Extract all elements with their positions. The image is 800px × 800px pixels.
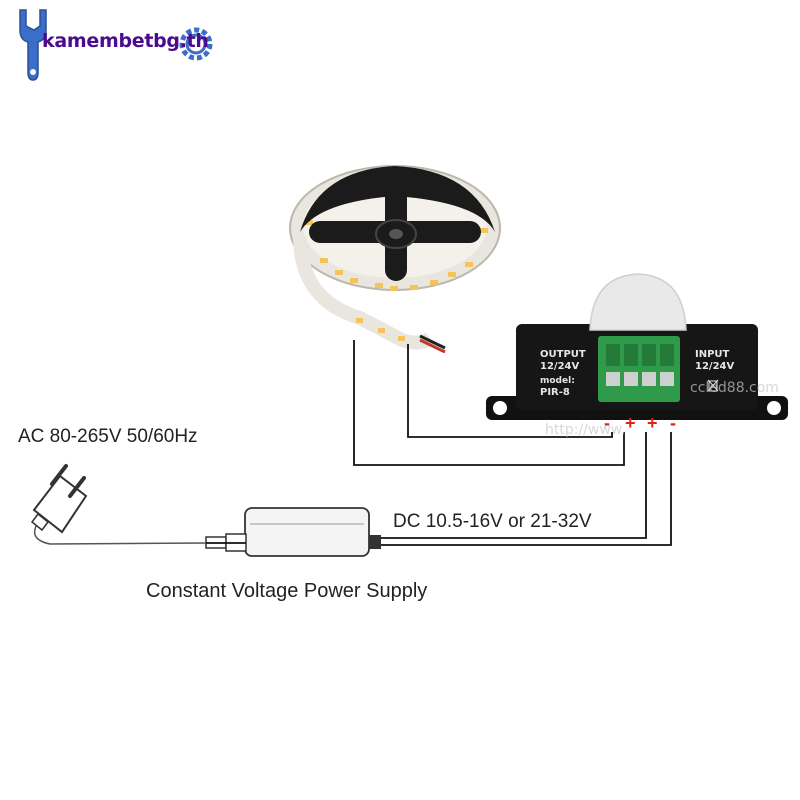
ac-plug-icon [30, 464, 207, 545]
module-input-label: INPUT [695, 349, 730, 360]
terminal-in-plus: + [647, 413, 658, 433]
module-model-name: PIR-8 [540, 387, 570, 398]
terminal-in-minus: - [670, 413, 676, 433]
dc-output-label: DC 10.5-16V or 21-32V [393, 511, 592, 532]
terminal-out-plus: + [625, 413, 636, 433]
watermark-url-left: http://www. [545, 422, 626, 438]
module-input-voltage: 12/24V [695, 361, 735, 372]
led-strip-reel [289, 165, 501, 354]
wiring [206, 340, 672, 546]
gear-icon [179, 27, 213, 61]
power-supply-unit [205, 507, 381, 557]
pir-module [486, 273, 788, 420]
wrench-icon [19, 9, 47, 81]
module-output-label: OUTPUT [540, 349, 586, 360]
terminal-out-minus: - [604, 413, 610, 433]
brand-logo-text: kamembetbg.th [42, 30, 209, 52]
module-output-voltage: 12/24V [540, 361, 580, 372]
terminal-block [598, 336, 680, 402]
power-supply-label: Constant Voltage Power Supply [146, 580, 428, 602]
watermark-url-right: ccled88.com [690, 380, 779, 396]
recycle-bin-icon [707, 377, 719, 392]
module-model-label: model: [540, 376, 575, 386]
ac-input-label: AC 80-265V 50/60Hz [18, 426, 198, 447]
